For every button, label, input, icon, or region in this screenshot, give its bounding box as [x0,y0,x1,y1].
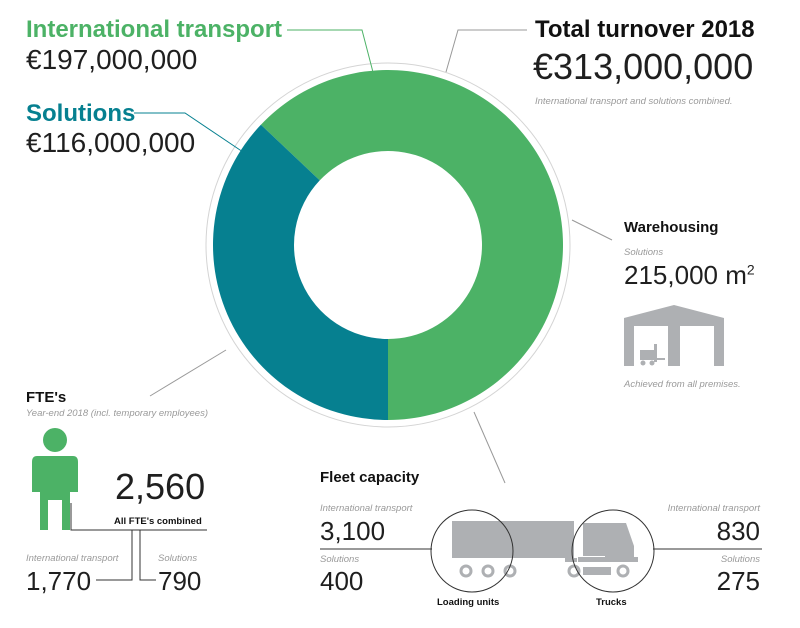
fleet-right-it-label: International transport [667,503,760,514]
fleet-title: Fleet capacity [320,469,420,486]
warehousing-unit-sup: 2 [746,261,755,278]
fleet-right-sol-value: 275 [716,566,760,596]
connector-warehousing [571,219,613,241]
fte-sub: Year-end 2018 (incl. temporary employees… [26,408,209,419]
fte-it-label: International transport [26,553,119,564]
connector-total [445,29,527,73]
donut-chart [213,69,564,420]
fte-line-sol [139,530,156,581]
international-title: International transport [26,16,283,43]
total-title: Total turnover 2018 [535,16,755,43]
warehousing-note: Achieved from all premises. [624,379,741,390]
solutions-title: Solutions [26,100,136,127]
fleet-left-it-value: 3,100 [320,516,386,546]
person-icon [32,428,78,530]
total-amount: €313,000,000 [533,46,754,87]
international-amount: €197,000,000 [26,44,198,75]
connector-fleet [473,411,506,484]
connector-solutions [134,112,244,153]
total-note: International transport and solutions co… [535,96,733,107]
fte-total-label: All FTE's combined [114,516,202,527]
truck-icon [452,521,638,578]
fte-line-top [70,503,207,531]
fte-total: 2,560 [115,466,206,507]
fleet-left-sol-value: 400 [320,566,364,596]
fte-line-it [96,530,133,581]
connector-international [287,29,375,77]
donut-slice-international [260,69,564,420]
donut-outer-ring [205,62,571,428]
warehousing-title: Warehousing [624,219,719,236]
warehousing-value-text: 215,000 m [624,260,747,290]
warehouse-icon [624,305,724,366]
trucks-circle [571,509,655,593]
connector-fte [149,349,227,397]
fleet-left-sol-label: Solutions [320,554,360,565]
solutions-amount: €116,000,000 [26,127,196,158]
loading-units-label: Loading units [437,597,500,608]
fte-sol-value: 790 [158,566,202,596]
fleet-right-it-value: 830 [716,516,760,546]
warehousing-value: 215,000 m2 [624,260,755,291]
fte-it-value: 1,770 [26,566,92,596]
fleet-left-it-label: International transport [320,503,413,514]
fleet-right-sol-label: Solutions [720,554,760,565]
loading-units-circle [430,509,514,593]
warehousing-sub: Solutions [624,247,664,258]
trucks-label: Trucks [596,597,627,608]
fte-sol-label: Solutions [158,553,198,564]
fte-title: FTE's [26,389,67,406]
donut-slice-solutions [213,124,388,420]
